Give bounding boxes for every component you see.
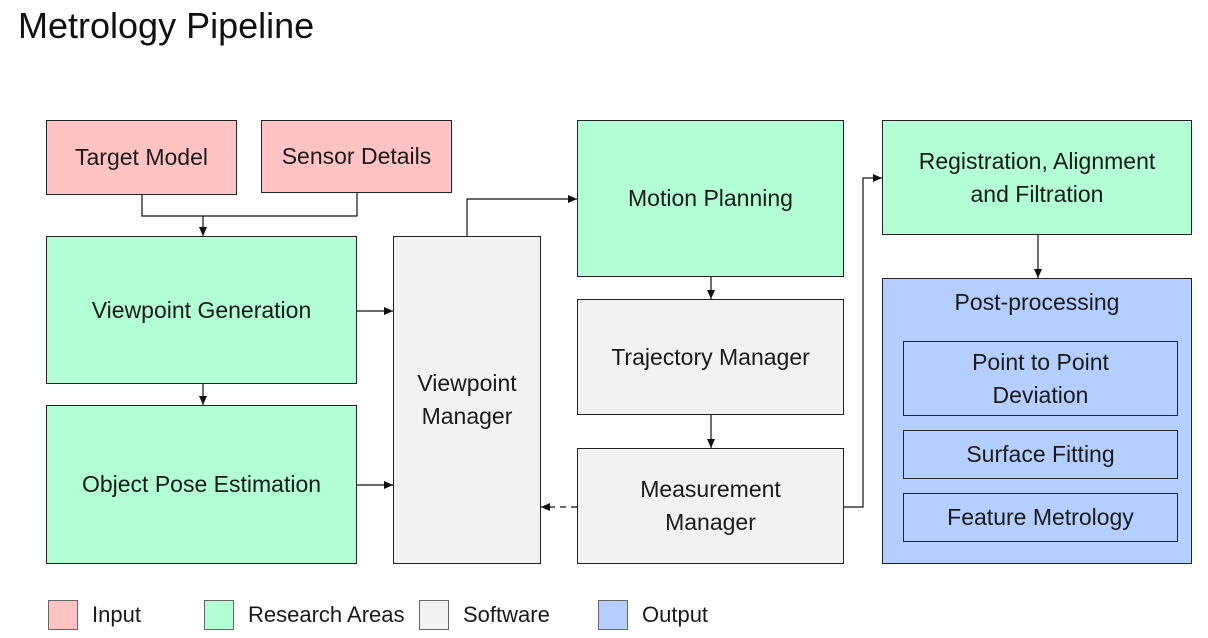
diagram-title: Metrology Pipeline	[18, 5, 315, 46]
legend-item-output: Output	[598, 599, 708, 631]
registration-label: Registration, Alignment and Filtration	[918, 147, 1156, 207]
measurement-manager-box: Measurement Manager	[577, 448, 844, 564]
connector-target-model	[141, 195, 203, 217]
legend-swatch-software	[419, 600, 449, 630]
object-pose-estimation-label: Object Pose Estimation	[81, 471, 322, 497]
post-processing-box: Post-processing Point to Point Deviation…	[882, 278, 1192, 564]
legend-label-research: Research Areas	[248, 602, 405, 627]
post-processing-label: Post-processing	[954, 289, 1120, 315]
viewpoint-manager-label: Viewpoint Manager	[417, 370, 517, 429]
registration-box: Registration, Alignment and Filtration	[882, 120, 1192, 235]
legend-label-software: Software	[463, 602, 550, 627]
connector-sensor-details	[199, 193, 358, 236]
surface-fitting-box: Surface Fitting	[903, 430, 1178, 479]
legend-item-input: Input	[48, 599, 141, 631]
arrow-mm-to-registration	[843, 174, 882, 508]
motion-planning-label: Motion Planning	[628, 185, 793, 211]
legend-swatch-output	[598, 600, 628, 630]
measurement-manager-label: Measurement Manager	[640, 476, 781, 535]
legend-item-software: Software	[419, 599, 550, 631]
target-model-box: Target Model	[46, 120, 237, 195]
feature-metrology-box: Feature Metrology	[903, 493, 1178, 542]
point-to-point-label: Point to Point Deviation	[972, 348, 1109, 408]
object-pose-estimation-box: Object Pose Estimation	[46, 405, 357, 564]
target-model-label: Target Model	[75, 144, 208, 170]
viewpoint-manager-box: Viewpoint Manager	[393, 236, 541, 564]
trajectory-manager-label: Trajectory Manager	[611, 343, 810, 370]
feature-metrology-label: Feature Metrology	[947, 504, 1134, 530]
motion-planning-box: Motion Planning	[577, 120, 844, 277]
legend-swatch-input	[48, 600, 78, 630]
viewpoint-generation-label: Viewpoint Generation	[91, 296, 312, 323]
legend-swatch-research	[204, 600, 234, 630]
surface-fitting-label: Surface Fitting	[966, 441, 1115, 467]
trajectory-manager-box: Trajectory Manager	[577, 299, 844, 415]
viewpoint-generation-box: Viewpoint Generation	[46, 236, 357, 384]
legend-label-input: Input	[92, 602, 141, 627]
arrow-vm-to-mp	[466, 195, 577, 236]
point-to-point-box: Point to Point Deviation	[903, 341, 1178, 416]
sensor-details-label: Sensor Details	[281, 143, 432, 169]
legend-label-output: Output	[642, 602, 709, 627]
legend-item-research: Research Areas	[204, 599, 405, 631]
sensor-details-box: Sensor Details	[261, 120, 452, 193]
